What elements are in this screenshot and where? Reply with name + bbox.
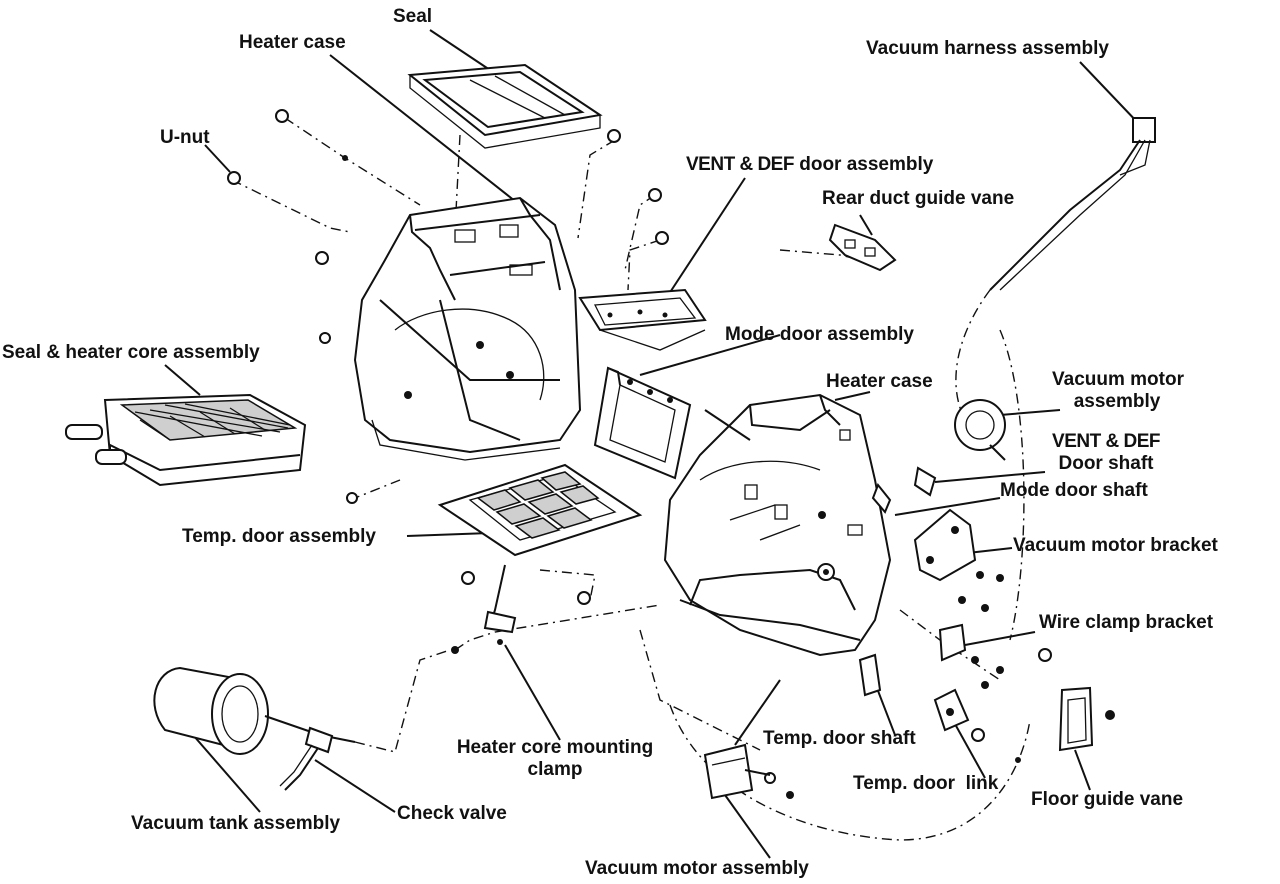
label-vacuum-motor-assembly-right: Vacuum motor assembly bbox=[1052, 369, 1184, 413]
leader-lines bbox=[164, 29, 1141, 859]
label-heater-core-mounting-line2: clamp bbox=[527, 759, 583, 780]
rear-duct-vane-part bbox=[828, 223, 897, 272]
label-door-assembly-rest: door assembly bbox=[793, 154, 934, 175]
shafts-brackets bbox=[858, 466, 1094, 752]
label-mode-door-assembly: Mode door assembly bbox=[725, 324, 914, 345]
left-heater-case bbox=[353, 196, 582, 461]
vacuum-motor-bottom-part bbox=[703, 679, 781, 800]
label-wire-clamp-bracket: Wire clamp bracket bbox=[1039, 612, 1214, 633]
label-vent-def-door-assembly: VENT & DEF door assembly bbox=[686, 154, 933, 176]
label-temp-door-assembly: Temp. door assembly bbox=[182, 526, 376, 547]
label-vent-def-door-shaft: VENT & DEF Door shaft bbox=[1048, 431, 1164, 475]
label-heater-case-top: Heater case bbox=[239, 32, 346, 53]
right-heater-case bbox=[663, 393, 892, 657]
vacuum-harness-part bbox=[989, 117, 1156, 291]
label-vacuum-tank-assembly: Vacuum tank assembly bbox=[131, 813, 341, 834]
label-vacuum-motor-bracket: Vacuum motor bracket bbox=[1013, 535, 1218, 556]
label-vacuum-motor-line2: assembly bbox=[1073, 391, 1161, 412]
label-door-shaft-rest: Door shaft bbox=[1058, 453, 1154, 474]
label-seal-heater-core-assembly: Seal & heater core assembly bbox=[2, 342, 260, 363]
label-temp-door-link: Temp. door link bbox=[853, 773, 999, 794]
label-check-valve: Check valve bbox=[397, 803, 507, 824]
label-temp-door-shaft: Temp. door shaft bbox=[763, 728, 916, 749]
clamp-part bbox=[483, 564, 517, 645]
label-vent-def-emph: VENT & DEF bbox=[686, 154, 794, 175]
label-u-nut: U-nut bbox=[160, 127, 210, 148]
temp-door-part bbox=[437, 463, 643, 557]
mode-door-part bbox=[593, 366, 692, 480]
vent-def-door-part bbox=[578, 288, 707, 351]
label-vacuum-harness-assembly: Vacuum harness assembly bbox=[866, 38, 1109, 59]
vacuum-motor-right-part bbox=[954, 399, 1006, 461]
vacuum-tank-part bbox=[153, 666, 356, 791]
label-vacuum-motor-line1: Vacuum motor bbox=[1052, 369, 1184, 390]
fasteners bbox=[227, 109, 1115, 799]
label-floor-guide-vane: Floor guide vane bbox=[1031, 789, 1184, 810]
label-seal: Seal bbox=[393, 6, 433, 27]
assembly-guides bbox=[231, 117, 1031, 841]
label-heater-case-right: Heater case bbox=[826, 371, 933, 392]
label-vent-def-shaft-emph: VENT & DEF bbox=[1052, 431, 1160, 452]
label-mode-door-shaft: Mode door shaft bbox=[1000, 480, 1148, 501]
heater-core-part bbox=[65, 393, 307, 487]
label-heater-core-mounting-clamp: Heater core mounting clamp bbox=[438, 737, 672, 781]
seal-part bbox=[407, 63, 603, 149]
label-vacuum-motor-assembly-bottom: Vacuum motor assembly bbox=[585, 858, 809, 879]
label-heater-core-mounting-line1: Heater core mounting bbox=[456, 737, 654, 758]
label-rear-duct-guide-vane: Rear duct guide vane bbox=[822, 188, 1015, 209]
